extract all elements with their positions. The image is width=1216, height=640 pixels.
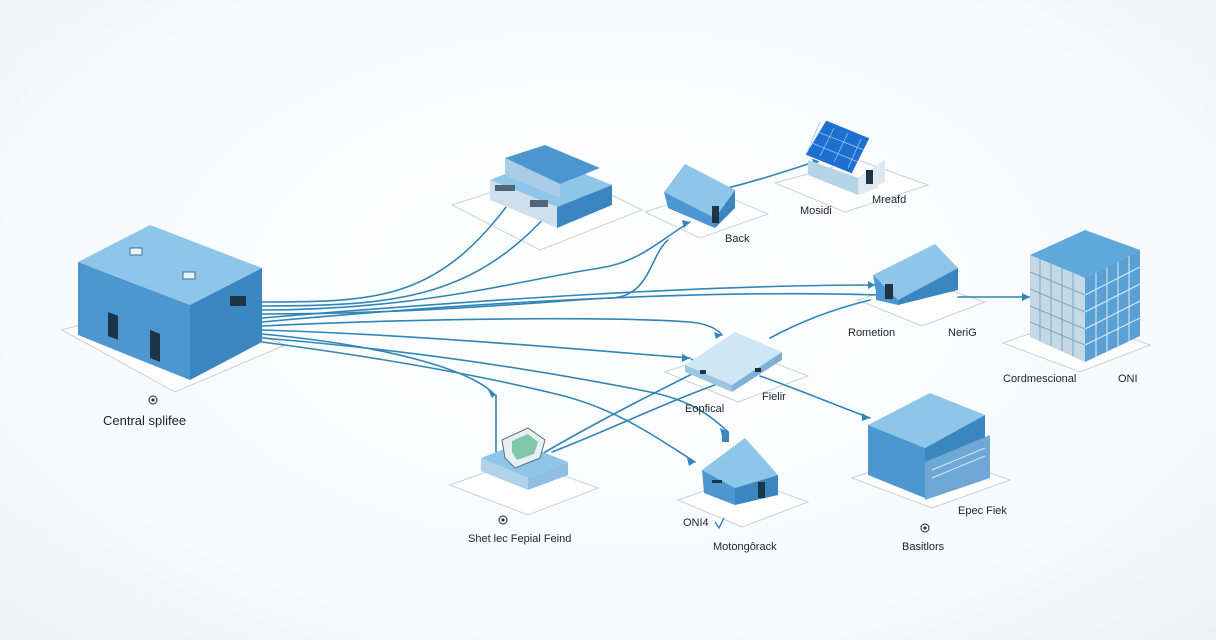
block-label-top: Epec Fiek <box>958 505 1007 517</box>
block-label: Basitlors <box>902 541 945 553</box>
terminal-icon <box>481 427 568 490</box>
tower-label-right: ONI <box>1118 373 1138 385</box>
fiber-bundle <box>261 159 1031 463</box>
office-tower-icon <box>1029 230 1141 362</box>
house-b-label: Motongôrack <box>713 541 777 553</box>
small-house-icon <box>664 164 735 228</box>
solar-label-right: Mreafd <box>872 194 906 206</box>
solar-label-left: Mosidi <box>800 205 832 217</box>
marker-icon <box>148 395 930 533</box>
splitter-label-left: Eopfical <box>685 403 724 415</box>
warehouse-icon <box>78 225 262 380</box>
splitter-icon <box>685 332 782 392</box>
house-r-label-right: NeriG <box>948 327 977 339</box>
terminal-label: Shet lec Fepial Feind <box>468 533 571 545</box>
central-label: Central splifee <box>103 413 186 428</box>
house-icon <box>702 432 778 505</box>
house-r-label-left: Rometion <box>848 327 895 339</box>
tower-label-left: Cordmescional <box>1003 373 1076 385</box>
building-block-icon <box>868 393 990 500</box>
back-label: Back <box>725 233 750 245</box>
equipment-rack-icon <box>490 145 612 228</box>
house-icon <box>873 244 958 305</box>
solar-house-icon <box>804 119 885 195</box>
house-b-label-top: ONI4 <box>683 517 709 529</box>
splitter-label-right: Fielir <box>762 391 786 403</box>
